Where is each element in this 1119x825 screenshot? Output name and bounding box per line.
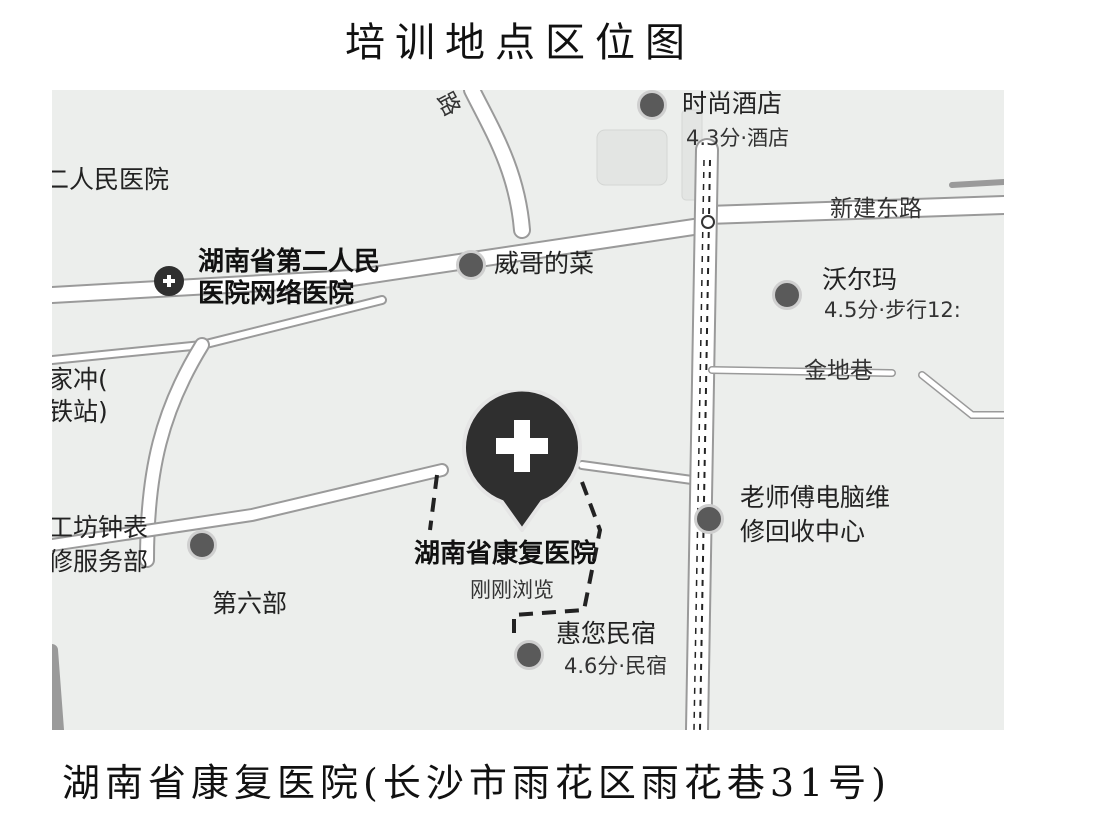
- service-icon-computer[interactable]: [694, 504, 724, 534]
- poi-label-computer-repair-2: 修回收中心: [740, 517, 866, 546]
- hotel-icon-minsu[interactable]: [514, 640, 544, 670]
- poi-label-second-hospital-network-1: 湖南省第二人民: [198, 247, 381, 277]
- poi-label-hotel-detail: 4.3分·酒店: [686, 126, 790, 150]
- poi-label-diliu-bu: 第六部: [212, 589, 288, 618]
- poi-label-jiachong-2: 铁站): [52, 397, 108, 426]
- poi-label-walmart-name: 沃尔玛: [822, 265, 898, 294]
- map-canvas[interactable]: 路 二人民医院 湖南省第二人民 医院网络医院 威哥的菜 时尚酒店 4.3分·酒店…: [52, 90, 1004, 730]
- hotel-icon[interactable]: [637, 90, 667, 120]
- poi-label-walmart-detail: 4.5分·步行12:: [824, 298, 961, 322]
- poi-label-weige-cai: 威哥的菜: [494, 249, 595, 278]
- building-blocks: [596, 109, 703, 201]
- poi-label-minsu-detail: 4.6分·民宿: [564, 654, 668, 678]
- map-roads: [52, 90, 1004, 730]
- poi-label-hotel-name: 时尚酒店: [682, 90, 783, 118]
- location-pin-icon[interactable]: [462, 390, 582, 532]
- restaurant-icon[interactable]: [456, 250, 486, 280]
- poi-label-second-hospital-network-2: 医院网络医院: [198, 279, 355, 309]
- road-label-jindi-lane: 金地巷: [804, 358, 873, 384]
- hospital-boundary: [428, 474, 603, 635]
- address-caption: 湖南省康复医院(长沙市雨花区雨花巷31号): [62, 761, 892, 805]
- poi-label-jiachong-1: 家冲(: [52, 365, 108, 394]
- shopping-icon[interactable]: [772, 280, 802, 310]
- poi-label-minsu-name: 惠您民宿: [556, 619, 657, 648]
- poi-label-second-hospital: 二人民医院: [52, 165, 170, 194]
- road-network: [52, 90, 1004, 730]
- intersection-marker: [701, 215, 715, 229]
- hospital-cross-icon[interactable]: [154, 266, 184, 296]
- poi-label-computer-repair-1: 老师傅电脑维: [740, 483, 891, 512]
- poi-label-kangfu-hospital[interactable]: 湖南省康复医院: [414, 539, 597, 569]
- service-icon[interactable]: [187, 530, 217, 560]
- road-label-xinjian-east: 新建东路: [830, 196, 922, 222]
- page-title: 培训地点区位图: [345, 20, 695, 66]
- poi-label-recently-viewed: 刚刚浏览: [470, 578, 554, 602]
- poi-label-watch-repair-2: 修服务部: [52, 547, 149, 576]
- poi-label-watch-repair-1: 工坊钟表: [52, 513, 149, 542]
